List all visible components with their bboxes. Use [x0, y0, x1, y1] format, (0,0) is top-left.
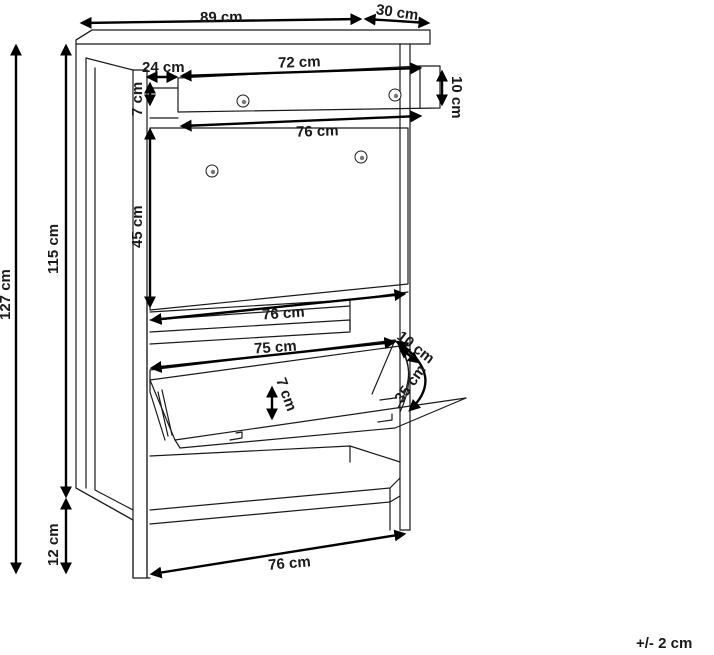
tray-handle-right	[377, 413, 393, 423]
dimension-labels: 89 cm 30 cm 24 cm 72 cm 10 cm 7 cm 76 cm…	[0, 1, 692, 652]
label-drawer-height: 10 cm	[448, 76, 465, 119]
label-side-offset: 24 cm	[142, 59, 185, 76]
label-inner-width-bottom: 76 cm	[267, 553, 311, 574]
left-side-panel	[75, 43, 148, 579]
label-tray-width: 75 cm	[254, 338, 298, 358]
label-total-height: 127 cm	[0, 269, 14, 320]
tray-body	[149, 379, 467, 441]
label-inner-width-mid: 76 cm	[262, 304, 306, 324]
label-drawer-width: 72 cm	[278, 53, 321, 71]
flap-door	[149, 127, 409, 311]
label-body-height: 115 cm	[45, 224, 62, 274]
label-depth: 30 cm	[375, 1, 419, 24]
label-tray-height: 7 cm	[272, 376, 300, 414]
tolerance-note: +/- 2 cm	[636, 635, 692, 652]
top-board	[75, 29, 431, 45]
label-flap-height: 45 cm	[129, 205, 146, 248]
label-top-gap: 7 cm	[129, 82, 146, 116]
label-inner-width-top: 76 cm	[296, 122, 339, 140]
dimension-arrows	[10, 13, 448, 579]
label-legs-height: 12 cm	[45, 523, 62, 566]
drawer-knob-icon	[236, 88, 402, 108]
flap-knob-icon	[205, 150, 368, 178]
tray-handle-left	[229, 431, 243, 441]
label-top-width: 89 cm	[200, 9, 243, 27]
